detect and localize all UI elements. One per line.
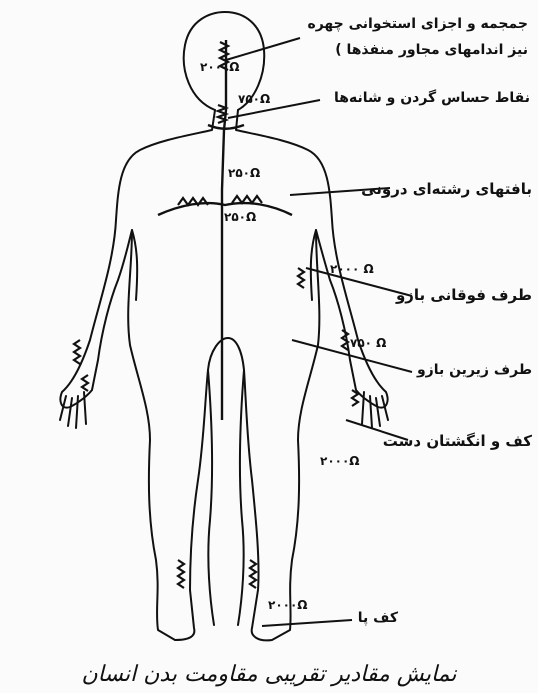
label-face: جمجمه و اجزای استخوانی چهره: [307, 16, 528, 32]
value-lower-arm: ۷۵۰ Ω: [350, 336, 387, 350]
label-lower-arm: طرف زیرین بازو: [417, 362, 532, 378]
resistor-left-hand: [82, 375, 88, 391]
label-upper-arm: طرف فوقانی بازو: [396, 286, 532, 304]
label-internal-tissue: بافتهای رشته‌ای درونی: [361, 180, 532, 198]
value-head: ۲۰۰۰Ω: [200, 60, 240, 74]
value-upper-arm: ۲۰۰۰ Ω: [330, 262, 374, 276]
value-chest-lower: ۲۵۰Ω: [224, 210, 257, 224]
resistor-neck: [218, 105, 226, 123]
label-neck-shoulders: نقاط حساس گردن و شانه‌ها: [334, 90, 530, 106]
left-fingers: [60, 392, 86, 428]
value-chest-upper: ۲۵۰Ω: [228, 166, 261, 180]
resistor-left-leg: [178, 560, 184, 588]
value-neck: ۷۵۰Ω: [238, 92, 271, 106]
resistor-right-leg: [250, 560, 256, 588]
right-fingers: [362, 392, 388, 428]
leader-foot: [262, 620, 352, 626]
spine-line: [222, 40, 226, 420]
value-hand: ۲۰۰۰Ω: [320, 454, 360, 468]
inner-leg-right: [238, 370, 244, 625]
inner-leg-left: [208, 370, 214, 625]
label-adjacent-organs: نیز اندامهای مجاور منفذها ): [335, 42, 528, 58]
label-foot-sole: کف پا: [358, 610, 398, 626]
resistor-right-hand: [352, 390, 358, 406]
label-hand-fingers: کف و انگشتان دست: [383, 432, 532, 450]
value-foot: ۲۰۰۰Ω: [268, 598, 308, 612]
resistor-right-arm: [298, 268, 304, 288]
resistor-left-arm: [74, 340, 80, 364]
figure-caption: نمایش مقادیر تقریبی مقاومت بدن انسان: [0, 662, 538, 687]
torso-outline: [60, 110, 387, 640]
